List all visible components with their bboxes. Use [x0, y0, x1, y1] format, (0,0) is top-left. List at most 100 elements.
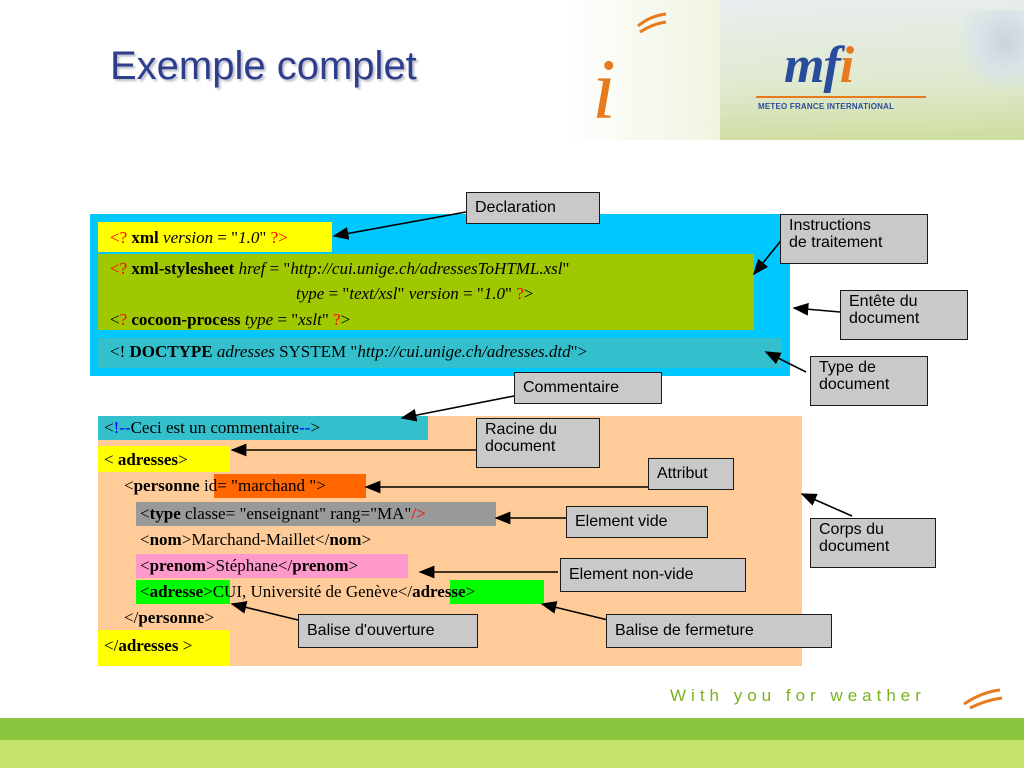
root-close-gt: > — [178, 636, 193, 655]
callout-type-l1: Type de — [819, 359, 876, 376]
xml-declaration: <? xml version = "1.0" ?> — [110, 228, 288, 248]
nom-lt1: < — [140, 530, 150, 549]
comment-lt: < — [104, 418, 114, 437]
adresse-gt2: > — [465, 582, 476, 601]
footer-band-dark — [0, 718, 1024, 740]
cocoon-instruction: <? cocoon-process type = "xslt" ?> — [110, 310, 350, 330]
decl-attr: version — [163, 228, 214, 247]
instructions-highlight — [98, 254, 754, 330]
callout-balise-ouverture: Balise d'ouverture — [298, 614, 478, 648]
personne-name: personne — [133, 476, 200, 495]
doctype-name: adresses — [216, 342, 275, 361]
personne-close-gt: > — [204, 608, 215, 627]
pi2-end-q: ? — [333, 310, 341, 329]
prenom-gt1: > — [205, 556, 216, 575]
pi2-lt: < — [110, 310, 120, 329]
arrow-entete — [792, 302, 841, 316]
pi1b-attr1: type — [296, 284, 325, 303]
comment-close: -- — [299, 418, 311, 437]
decl-open: <? — [110, 228, 128, 247]
pi1-open: <? — [110, 259, 128, 278]
comment-text: Ceci est un commentaire — [130, 418, 300, 437]
arrow-commentaire — [400, 395, 515, 422]
root-open-gt: > — [177, 450, 188, 469]
callout-instructions-l2: de traitement — [789, 234, 883, 251]
empty-element-highlight — [136, 502, 496, 526]
root-open-lt: < — [104, 450, 118, 469]
root-open-highlight — [98, 446, 230, 472]
type-attrs: classe= "enseignant" rang="MA" — [180, 504, 412, 523]
type-end: /> — [411, 504, 426, 523]
callout-declaration: Declaration — [466, 192, 600, 224]
pi1b-end-gt: > — [523, 284, 534, 303]
type-lt: < — [140, 504, 150, 523]
pi1-keyword: xml-stylesheet — [131, 259, 235, 278]
callout-type-l2: document — [819, 376, 890, 393]
root-close-lt: </ — [104, 636, 119, 655]
personne-close-lt: </ — [124, 608, 139, 627]
pi1b-mid: " — [397, 284, 409, 303]
prenom-close: prenom — [292, 556, 349, 575]
adresse-gt1: > — [203, 582, 213, 601]
slide-header — [0, 0, 1024, 140]
callout-entete-l2: document — [849, 310, 920, 327]
swoosh-icon — [637, 12, 667, 34]
callout-instructions: Instructions de traitement — [780, 214, 928, 264]
adresse-lt2: </ — [397, 582, 413, 601]
pi2-q: ? — [119, 310, 128, 329]
arrow-corps — [800, 493, 853, 517]
personne-gt: > — [316, 476, 326, 495]
stylesheet-instruction-cont: type = "text/xsl" version = "1.0" ?> — [296, 284, 533, 304]
adresse-open-highlight — [136, 580, 230, 604]
nom-lt2: </ — [315, 530, 330, 549]
pi2-eq: = " — [273, 310, 299, 329]
doctype-open: <! — [110, 342, 130, 361]
nom-line: <nom>Marchand-Maillet</nom> — [140, 530, 371, 550]
adresse-text: CUI, Université de Genève — [212, 582, 398, 601]
callout-corps: Corps du document — [810, 518, 936, 568]
comment-line: <!--Ceci est un commentaire--> — [104, 418, 320, 438]
pi1b-val1: text/xsl — [349, 284, 398, 303]
doctype-highlight — [98, 338, 782, 368]
callout-commentaire: Commentaire — [514, 372, 662, 404]
footer-swoosh-icon — [963, 688, 1003, 710]
comment-open: !-- — [113, 418, 131, 437]
adresse-line: <adresse>CUI, Université de Genève</adre… — [140, 582, 475, 602]
callout-entete-l1: Entête du — [849, 293, 918, 310]
callout-instructions-l1: Instructions — [789, 217, 871, 234]
pi1-eq: = " — [265, 259, 291, 278]
root-open-line: < adresses> — [104, 450, 188, 470]
pi1-attr: href — [238, 259, 266, 278]
mfi-logo: mfi — [784, 40, 854, 92]
adresse-open: adresse — [149, 582, 204, 601]
prenom-gt2: > — [348, 556, 359, 575]
adresse-close: adresse — [412, 582, 466, 601]
type-line: <type classe= "enseignant" rang="MA"/> — [140, 504, 426, 524]
personne-close-name: personne — [138, 608, 205, 627]
pi1-value: http://cui.unige.ch/adressesToHTML.xsl — [290, 259, 563, 278]
root-close-highlight — [98, 630, 230, 666]
callout-element-vide: Element vide — [566, 506, 708, 538]
callout-corps-l2: document — [819, 538, 890, 555]
pi1b-quote: " — [505, 284, 517, 303]
stylesheet-instruction: <? xml-stylesheet href = "http://cui.uni… — [110, 259, 569, 279]
nom-gt1: > — [181, 530, 192, 549]
prenom-lt1: < — [140, 556, 150, 575]
callout-type-document: Type de document — [810, 356, 928, 406]
comment-highlight — [98, 416, 428, 440]
callout-corps-l1: Corps du — [819, 521, 884, 538]
comment-gt: > — [310, 418, 321, 437]
pi1b-attr2: version — [408, 284, 459, 303]
nom-gt2: > — [361, 530, 372, 549]
personne-lt: < — [124, 476, 134, 495]
pi2-end-gt: > — [340, 310, 351, 329]
nom-open: nom — [149, 530, 182, 549]
root-close-name: adresses — [118, 636, 179, 655]
doctype-keyword: DOCTYPE — [129, 342, 213, 361]
pi2-keyword: cocoon-process — [131, 310, 241, 329]
decl-value: 1.0 — [238, 228, 260, 247]
callout-racine: Racine du document — [476, 418, 600, 468]
logo-subtitle: METEO FRANCE INTERNATIONAL — [758, 102, 895, 111]
callout-element-non-vide: Element non-vide — [560, 558, 746, 592]
pi1b-eq2: = " — [458, 284, 484, 303]
